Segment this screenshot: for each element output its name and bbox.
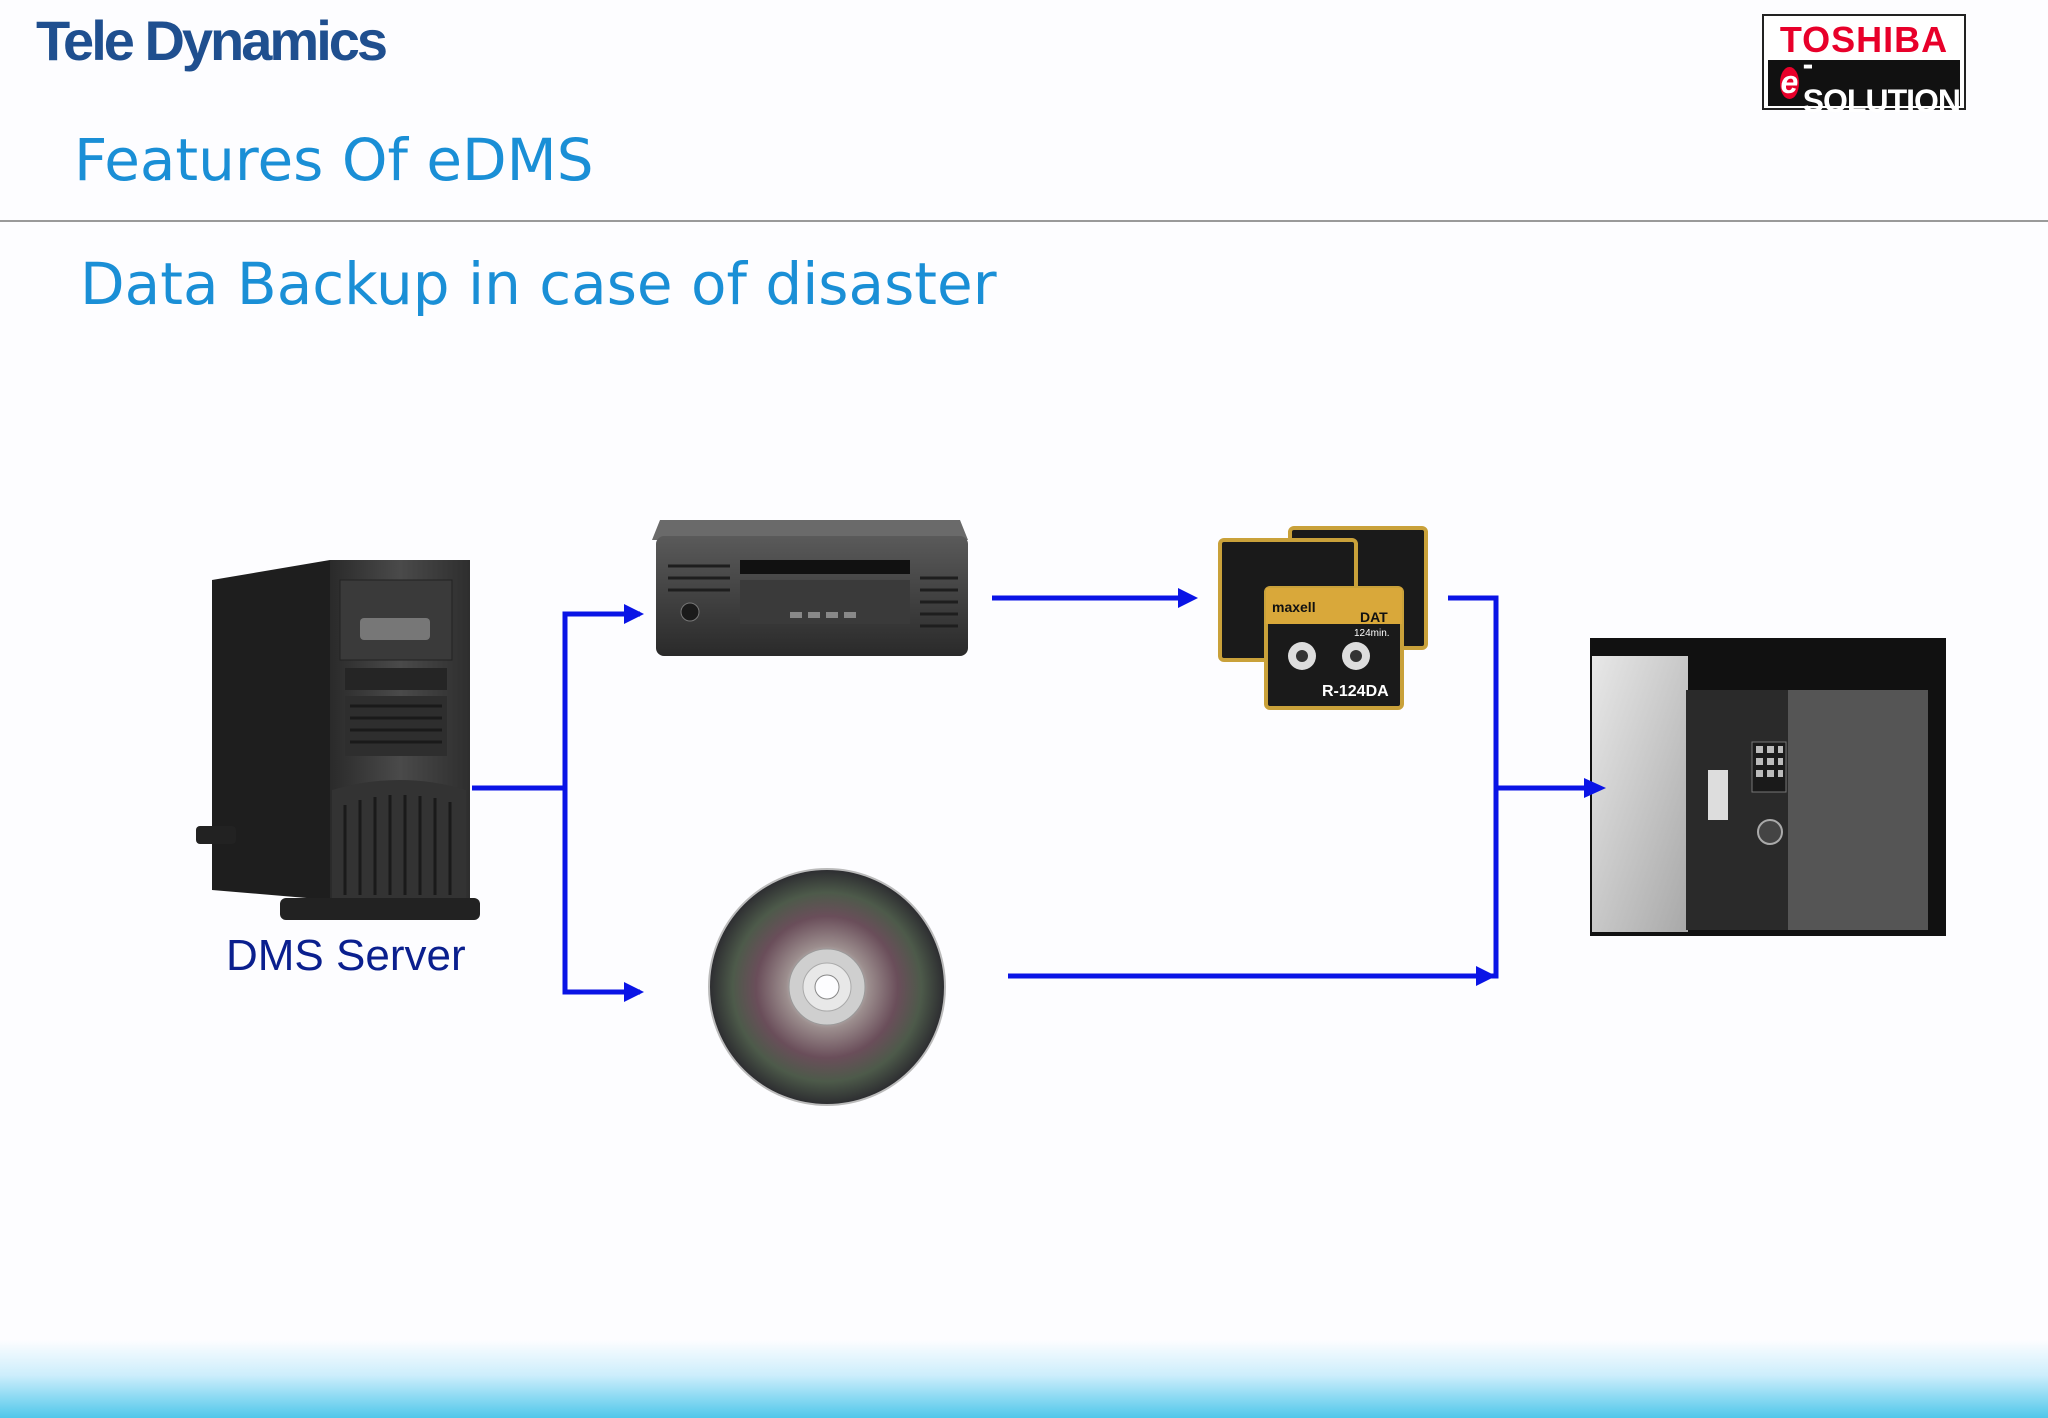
toshiba-logo: TOSHIBA e -SOLUTION [1762, 14, 1966, 119]
flow-arrows [472, 595, 1584, 995]
slide-subtitle: Data Backup in case of disaster [80, 250, 997, 318]
server-tower-icon [196, 560, 480, 920]
arrow-cd-to-safe [1008, 788, 1499, 979]
tape-drive-icon [652, 520, 968, 656]
section-title: Features Of eDMS [74, 126, 594, 194]
server-label: DMS Server [226, 931, 466, 980]
bottom-gradient-band [0, 1340, 2048, 1418]
brand-name: Tele Dynamics [36, 9, 388, 72]
dat-tapes-icon: maxell DAT 124min. R-124DA [1218, 526, 1428, 710]
tape-brand-label: maxell [1272, 599, 1316, 615]
arrow-heads [624, 588, 1606, 1002]
logo-toshiba-text: TOSHIBA [1779, 19, 1949, 60]
arrow-server-to-cd [562, 788, 640, 995]
logo-solution-text: -SOLUTION [1802, 46, 1961, 119]
logo-esolution: e -SOLUTION [1768, 46, 1961, 119]
tape-model-label: R-124DA [1322, 683, 1389, 700]
logo-e-letter: e [1780, 64, 1799, 100]
safe-icon [1590, 638, 1946, 936]
tape-length-label: 124min. [1354, 628, 1390, 639]
tape-format-label: DAT [1360, 609, 1388, 625]
arrow-server-to-tapedrive [472, 611, 640, 791]
header-divider [0, 220, 2048, 222]
arrow-tapes-to-safe [1448, 595, 1584, 791]
cd-disc-icon [708, 868, 946, 1106]
